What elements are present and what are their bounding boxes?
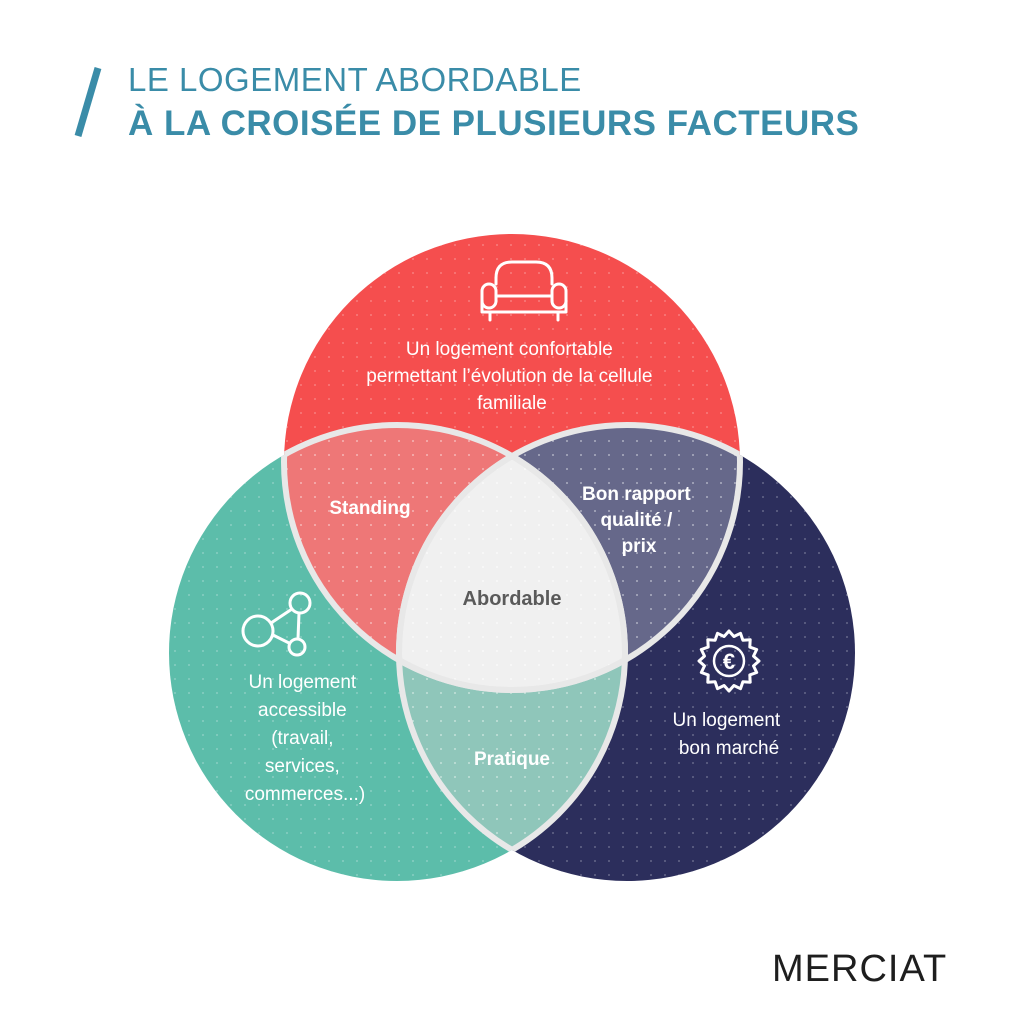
bon-rapport-label: Bon rapport qualité / prix — [582, 484, 696, 557]
logo-text: MERCIAT — [772, 948, 947, 986]
bon-rapport-line-1: Bon rapport — [582, 484, 691, 505]
left-circle-line-5: commerces...) — [245, 784, 365, 805]
armchair-icon — [480, 260, 568, 322]
merciat-logo: MERCIAT — [772, 948, 947, 986]
left-circle-line-4: services, — [265, 756, 340, 777]
standing-label: Standing — [329, 498, 410, 519]
top-circle-line-3: familiale — [477, 393, 547, 414]
pratique-label: Pratique — [474, 749, 550, 770]
circle-separators — [281, 422, 743, 881]
right-circle-line-1: Un logement — [672, 710, 780, 731]
left-circle-line-2: accessible — [258, 700, 347, 721]
euro-badge-icon: € — [697, 629, 761, 693]
abordable-line-1: Abordable — [463, 588, 562, 610]
svg-text:€: € — [723, 649, 735, 674]
right-circle-line-2: bon marché — [679, 738, 779, 759]
page-title-line-2: À LA CROISÉE DE PLUSIEURS FACTEURS — [128, 104, 860, 143]
title-slash-mark — [74, 67, 102, 137]
abordable-label: Abordable — [463, 588, 562, 610]
network-nodes-icon — [241, 591, 312, 657]
page-title-line-1: LE LOGEMENT ABORDABLE — [128, 61, 582, 98]
bon-rapport-line-2: qualité / — [600, 510, 673, 531]
standing-line-1: Standing — [329, 498, 410, 519]
right-circle-text: Un logement bon marché — [672, 710, 785, 759]
top-circle-text: Un logement confortable permettant l’évo… — [366, 339, 658, 414]
left-circle-line-3: (travail, — [271, 728, 333, 749]
top-circle-line-2: permettant l’évolution de la cellule — [366, 366, 652, 387]
bon-rapport-line-3: prix — [622, 536, 657, 557]
left-circle-text: Un logement accessible (travail, service… — [245, 672, 365, 805]
pratique-line-1: Pratique — [474, 749, 550, 770]
top-circle-line-1: Un logement confortable — [406, 339, 613, 360]
left-circle-line-1: Un logement — [248, 672, 356, 693]
